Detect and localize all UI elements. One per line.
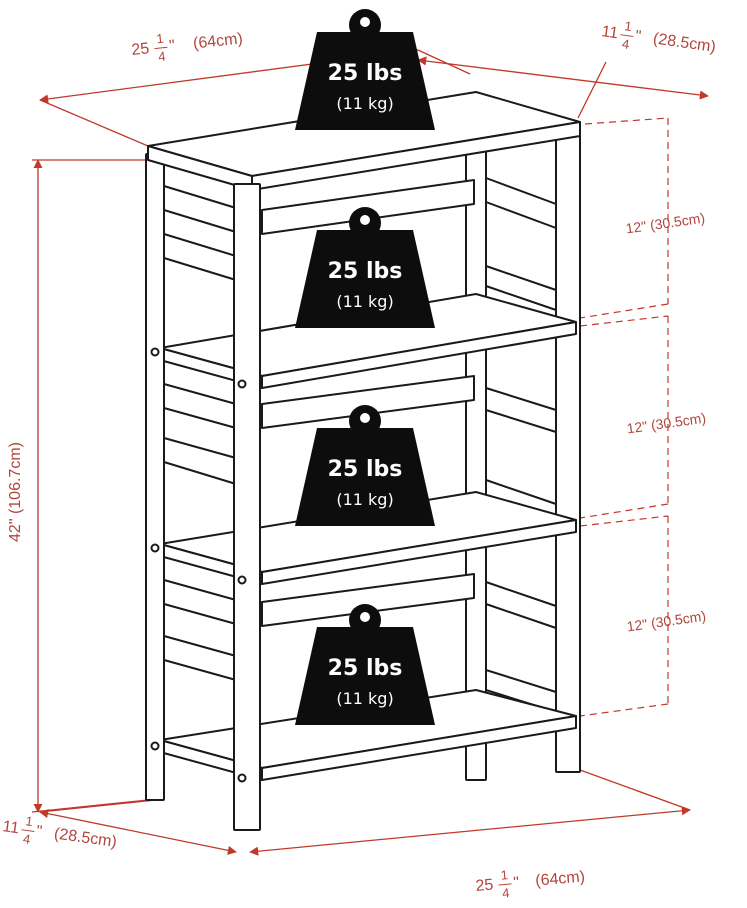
- svg-text:": ": [634, 28, 642, 46]
- svg-text:(28.5cm): (28.5cm): [53, 825, 118, 851]
- svg-text:1: 1: [156, 31, 165, 47]
- shelf-spacing-guides: [579, 117, 669, 717]
- svg-text:(64cm): (64cm): [535, 868, 586, 889]
- weight-icon: 25 lbs (11 kg): [295, 207, 435, 328]
- top-width-label: 25 1 4 " (64cm): [131, 30, 244, 65]
- left-side-rails: [163, 185, 237, 681]
- shelf-board-2: [159, 491, 577, 585]
- svg-text:4: 4: [621, 36, 630, 52]
- bookshelf: [145, 91, 581, 831]
- shelf-spacing-label: 12" (30.5cm): [626, 608, 707, 635]
- shelf-spacing-label: 12" (30.5cm): [626, 410, 707, 437]
- weight-kg-label: (11 kg): [336, 490, 393, 509]
- svg-text:(28.5cm): (28.5cm): [652, 30, 717, 56]
- svg-text:11: 11: [600, 23, 619, 42]
- weight-kg-label: (11 kg): [336, 94, 393, 113]
- svg-text:(64cm): (64cm): [192, 30, 243, 52]
- svg-text:11: 11: [1, 818, 20, 837]
- svg-text:25: 25: [475, 876, 494, 894]
- svg-text:": ": [168, 38, 175, 56]
- svg-text:1: 1: [25, 813, 34, 829]
- weight-lbs-label: 25 lbs: [328, 457, 403, 482]
- svg-text:4: 4: [158, 49, 167, 65]
- weight-lbs-label: 25 lbs: [328, 61, 403, 86]
- screw-holes: [150, 347, 247, 783]
- shelf-board-3: [159, 689, 577, 781]
- weight-lbs-label: 25 lbs: [328, 656, 403, 681]
- bottom-width-label: 25 1 4 " (64cm): [475, 867, 586, 901]
- svg-text:25: 25: [131, 40, 151, 59]
- top-depth-line: [417, 56, 709, 100]
- right-side-rails: [485, 177, 557, 713]
- weight-badges: 25 lbs (11 kg) 25 lbs (11 kg) 25 lbs (11…: [295, 9, 435, 725]
- bottom-width-line: [249, 806, 691, 856]
- weight-icon: 25 lbs (11 kg): [295, 405, 435, 526]
- svg-text:1: 1: [500, 867, 509, 883]
- svg-text:4: 4: [502, 885, 511, 901]
- weight-icon: 25 lbs (11 kg): [295, 9, 435, 130]
- weight-lbs-label: 25 lbs: [328, 259, 403, 284]
- svg-text:4: 4: [22, 831, 31, 847]
- bottom-depth-label: 11 1 4 " (28.5cm): [1, 813, 118, 851]
- svg-text:": ": [513, 874, 520, 891]
- shelf-spacing-label: 12" (30.5cm): [625, 210, 706, 237]
- bottom-depth-line: [39, 809, 237, 855]
- weight-kg-label: (11 kg): [336, 689, 393, 708]
- weight-icon: 25 lbs (11 kg): [295, 604, 435, 725]
- back-rails: [261, 179, 475, 627]
- svg-text:1: 1: [624, 18, 633, 34]
- weight-kg-label: (11 kg): [336, 292, 393, 311]
- top-depth-label: 11 1 4 " (28.5cm): [600, 18, 717, 56]
- svg-text:": ": [35, 823, 43, 841]
- height-label: 42" (106.7cm): [7, 442, 24, 542]
- top-board: [147, 91, 581, 191]
